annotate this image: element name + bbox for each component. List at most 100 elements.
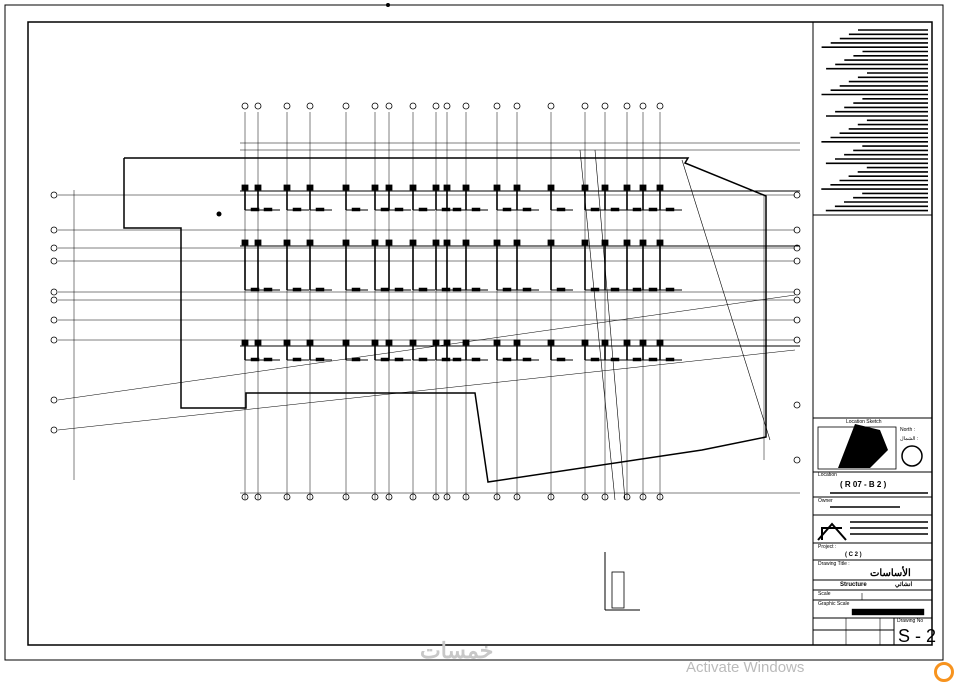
grid-bubble [493, 102, 501, 110]
grid-line-sloped [57, 294, 796, 401]
grid-bubble [283, 102, 291, 110]
grid-bubble [793, 456, 801, 464]
footing-label [315, 357, 325, 362]
grid-bubble [283, 493, 291, 501]
activate-windows-notice: Activate Windows [686, 659, 805, 676]
grid-bubble [254, 102, 262, 110]
north-label-ar: الشمال : [900, 436, 919, 442]
grid-bubble [581, 102, 589, 110]
footing-label [380, 287, 390, 292]
footing-label [380, 207, 390, 212]
footing-label [556, 357, 566, 362]
drawing-title-label: Drawing Title : [818, 561, 850, 567]
footing-label [556, 207, 566, 212]
office-logo [817, 522, 847, 541]
footing-label [502, 357, 512, 362]
grid-bubble [50, 226, 58, 234]
drawing-no-label: Drawing No [897, 618, 924, 624]
section-detail [611, 571, 625, 609]
owner-label: Owner [818, 498, 833, 504]
grid-bubble [306, 102, 314, 110]
outer-border [4, 4, 944, 661]
footing-label [452, 357, 462, 362]
footing-label [610, 207, 620, 212]
footing-label [418, 207, 428, 212]
footing-label [315, 207, 325, 212]
footing-label [632, 357, 642, 362]
footing-label [632, 287, 642, 292]
footing-label [522, 207, 532, 212]
grid-bubble [50, 296, 58, 304]
footing-label [502, 207, 512, 212]
grid-bubble [50, 396, 58, 404]
footing-label [502, 287, 512, 292]
drawing-line [594, 149, 626, 501]
grid-bubble [793, 296, 801, 304]
grid-bubble [50, 336, 58, 344]
grid-bubble [793, 401, 801, 409]
grid-bubble [462, 493, 470, 501]
grid-bubble [601, 493, 609, 501]
footing-label [590, 207, 600, 212]
grid-bubble [443, 102, 451, 110]
grid-bubble [50, 191, 58, 199]
grid-bubble [623, 102, 631, 110]
footing-label [394, 357, 404, 362]
footing-label [263, 357, 273, 362]
grid-bubble [513, 493, 521, 501]
footing-label [556, 287, 566, 292]
footing-label [632, 207, 642, 212]
grid-bubble [306, 493, 314, 501]
footing-label [351, 357, 361, 362]
drawing-title-ar: الأساسات [870, 568, 911, 579]
grid-bubble [623, 493, 631, 501]
footing-label [522, 287, 532, 292]
graphic-scale-label: Graphic Scale [818, 601, 850, 607]
grid-bubble [50, 426, 58, 434]
grid-bubble [432, 493, 440, 501]
footing-label [590, 357, 600, 362]
footing-label [351, 207, 361, 212]
grid-bubble [793, 316, 801, 324]
grid-bubble [409, 102, 417, 110]
footing-label [394, 207, 404, 212]
grid-bubble [371, 102, 379, 110]
project-value: ( C 2 ) [845, 552, 862, 558]
grid-bubble [50, 257, 58, 265]
footing-label [648, 357, 658, 362]
north-arrow-icon [901, 445, 923, 467]
footing-label [610, 287, 620, 292]
grid-bubble [793, 257, 801, 265]
footing-label [665, 357, 675, 362]
location-value: ( R 07 - B 2 ) [840, 480, 887, 489]
footing-label [665, 207, 675, 212]
grid-bubble [639, 102, 647, 110]
footing-label [263, 207, 273, 212]
site-boundary [123, 157, 767, 483]
north-label: North : [900, 427, 916, 433]
grid-bubble [50, 288, 58, 296]
grid-bubble [493, 493, 501, 501]
notification-icon[interactable] [934, 662, 954, 682]
grid-bubble [50, 244, 58, 252]
footing-label [380, 357, 390, 362]
grid-bubble [547, 493, 555, 501]
drawing-line [579, 149, 616, 501]
footing-label [418, 287, 428, 292]
grid-bubble [601, 102, 609, 110]
grid-bubble [793, 226, 801, 234]
grid-bubble [793, 336, 801, 344]
grid-bubble [581, 493, 589, 501]
grid-bubble [432, 102, 440, 110]
footing-label [292, 357, 302, 362]
grid-bubble [50, 316, 58, 324]
grid-bubble [342, 102, 350, 110]
watermark-logo: خمسات [420, 638, 494, 663]
grid-bubble [254, 493, 262, 501]
footing-label [351, 287, 361, 292]
footing-label [610, 357, 620, 362]
center-mark [386, 3, 390, 7]
marker [216, 211, 222, 217]
